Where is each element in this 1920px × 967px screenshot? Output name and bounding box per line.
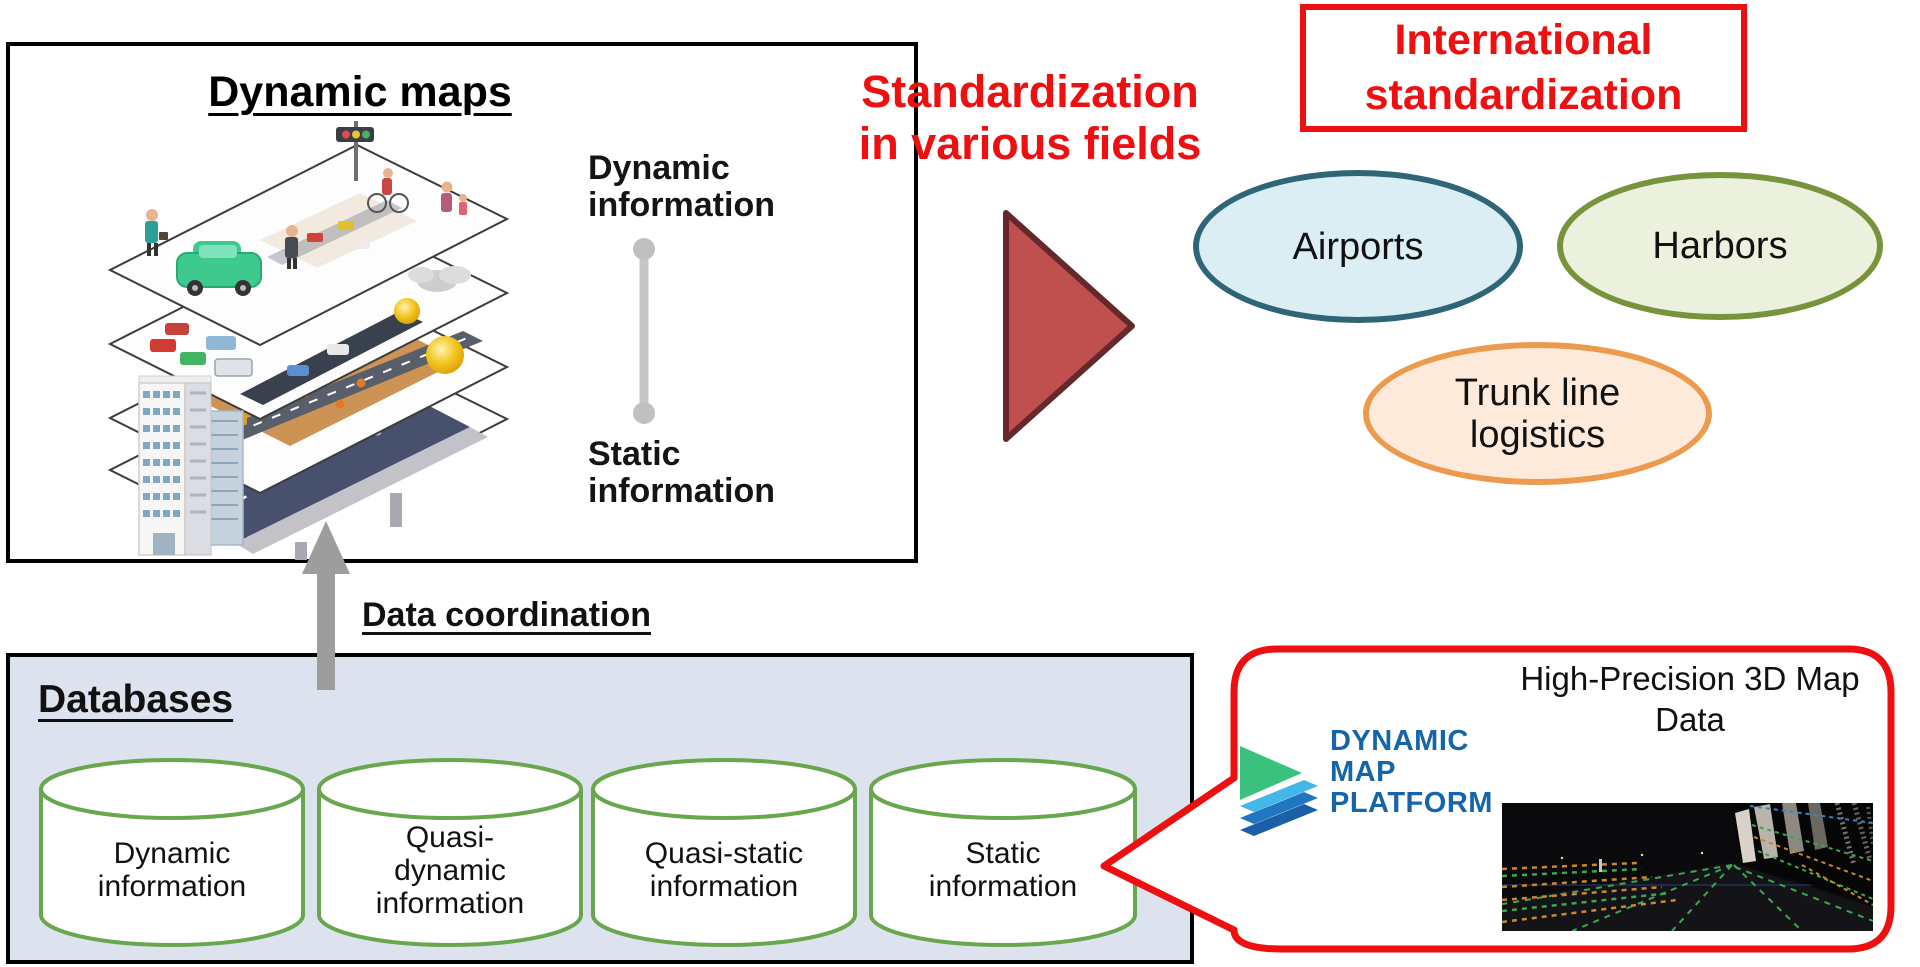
harbors-label: Harbors bbox=[1652, 225, 1788, 267]
dynamic-maps-title: Dynamic maps bbox=[208, 68, 512, 116]
traffic-light-icon bbox=[336, 121, 374, 181]
airports-label: Airports bbox=[1292, 225, 1424, 268]
building-icon bbox=[138, 375, 244, 556]
trunk-line-logistics-label: Trunk line logistics bbox=[1454, 371, 1621, 456]
cylinder-label-quasi-static: Quasi-static information bbox=[644, 837, 804, 903]
database-cylinder-icon bbox=[869, 758, 1137, 947]
database-cylinder-icon bbox=[591, 758, 857, 947]
cylinder-label-static: Static information bbox=[928, 837, 1078, 903]
cloud-icon bbox=[408, 266, 471, 292]
field-ellipse-harbors: Harbors bbox=[1557, 172, 1883, 320]
up-arrow-icon bbox=[302, 521, 350, 690]
callout-title: High-Precision 3D Map Data bbox=[1520, 660, 1860, 738]
standardization-caption: Standardization in various fields bbox=[858, 66, 1202, 169]
lidar-road-image bbox=[1502, 803, 1873, 931]
databases-title: Databases bbox=[38, 678, 234, 721]
layered-map-illustration bbox=[107, 121, 510, 560]
cylinder-label-dynamic: Dynamic information bbox=[97, 837, 247, 903]
dmp-logo-wordmark: DYNAMIC MAP PLATFORM bbox=[1330, 725, 1493, 819]
dmp-logo-icon bbox=[1240, 746, 1318, 836]
database-cylinder-icon bbox=[317, 758, 583, 947]
range-connector-icon bbox=[633, 238, 655, 424]
static-information-label: Static information bbox=[588, 435, 775, 510]
layer-dynamic-information bbox=[107, 121, 510, 347]
dynamic-information-label: Dynamic information bbox=[588, 149, 775, 224]
green-car-icon bbox=[176, 241, 262, 296]
field-ellipse-trunk-line-logistics: Trunk line logistics bbox=[1363, 342, 1712, 485]
data-coordination-label: Data coordination bbox=[362, 596, 652, 634]
international-standardization-box: International standardization bbox=[1300, 4, 1747, 132]
database-cylinder-icon bbox=[39, 758, 305, 947]
field-ellipse-airports: Airports bbox=[1193, 170, 1523, 323]
right-arrow-triangle-icon bbox=[1003, 210, 1135, 442]
international-standardization-label: International standardization bbox=[1364, 16, 1683, 119]
pedestrians-icons bbox=[145, 168, 467, 269]
cylinder-label-quasi-dynamic: Quasi- dynamic information bbox=[375, 820, 525, 920]
